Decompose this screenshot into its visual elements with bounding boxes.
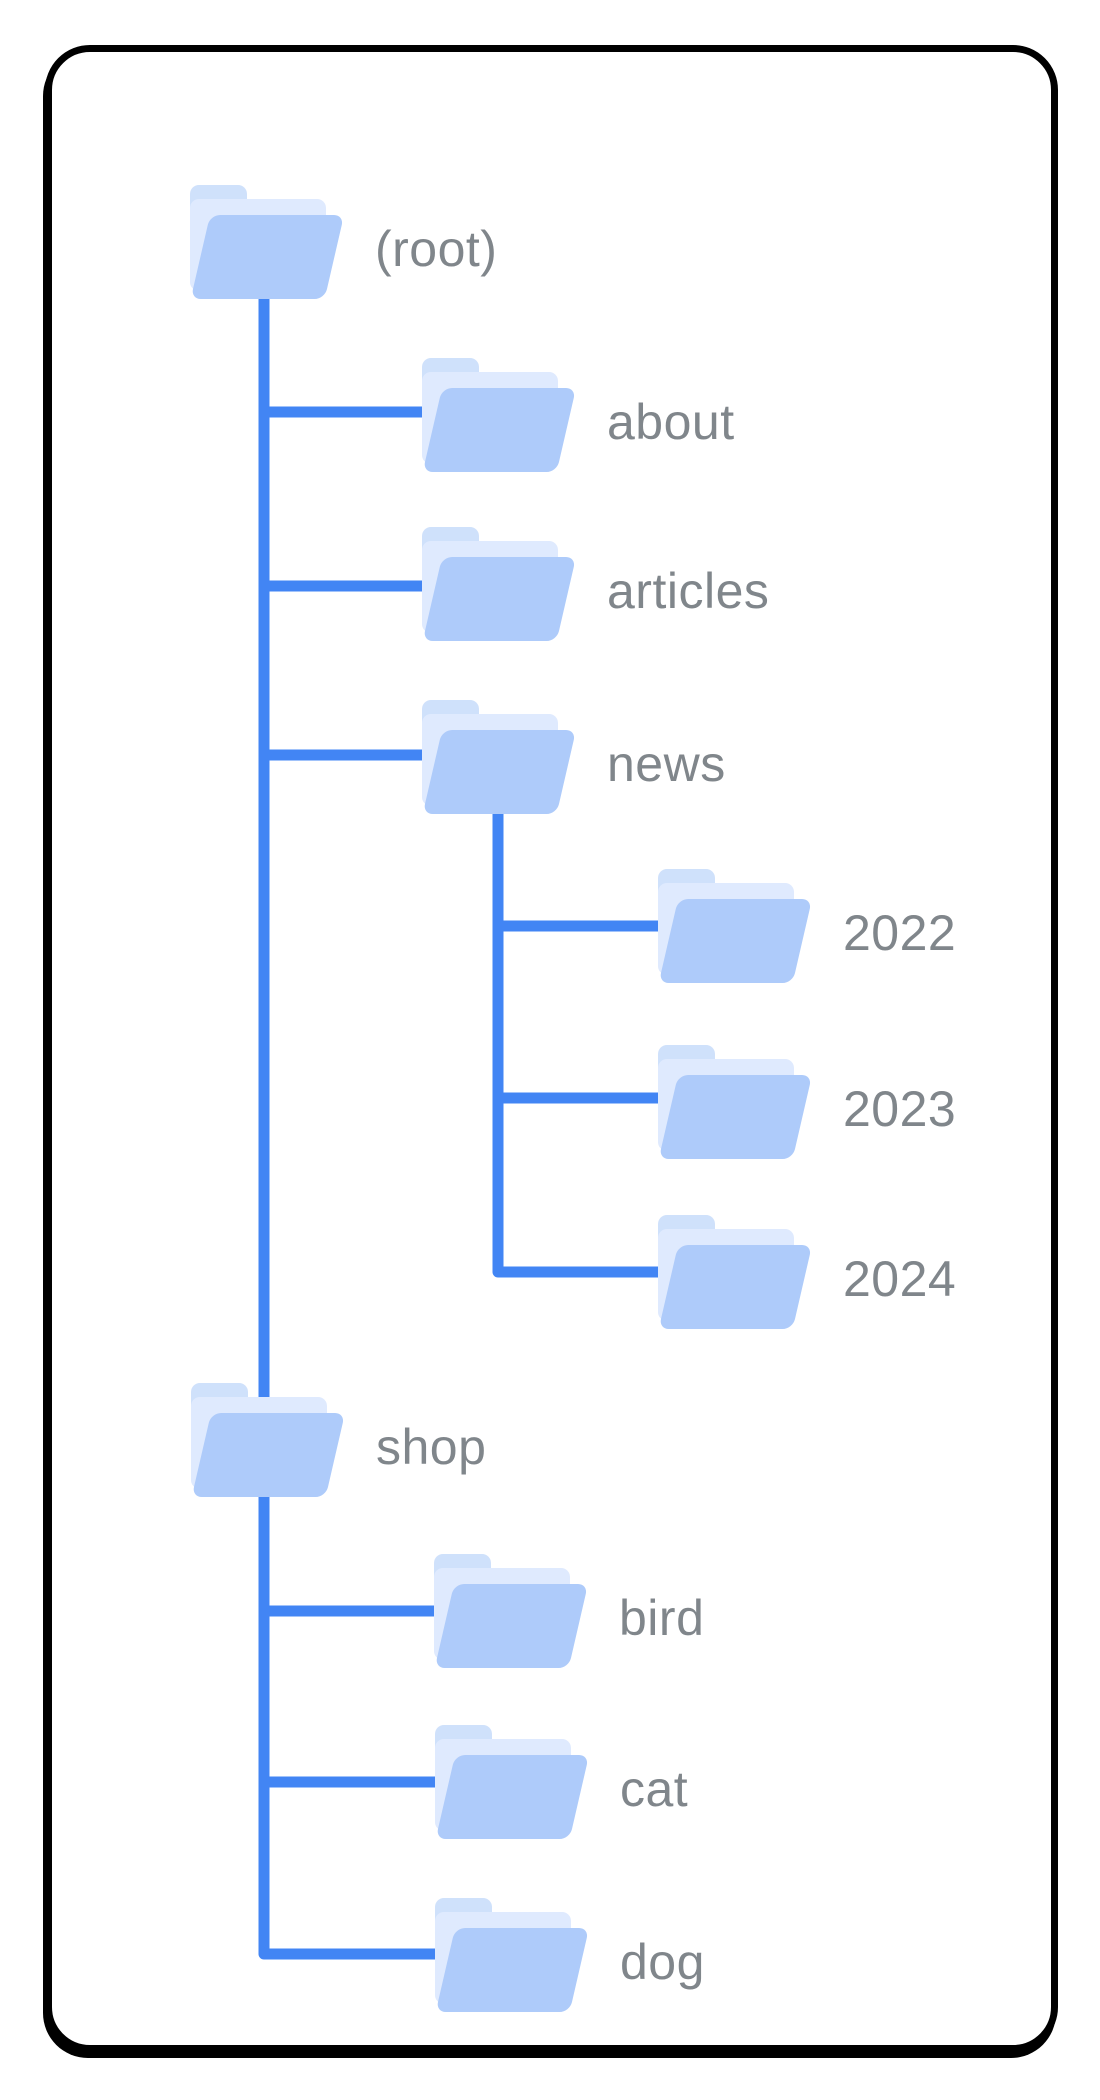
folder-icon xyxy=(658,1215,812,1329)
folder-icon xyxy=(191,1383,345,1497)
folder-icon xyxy=(434,1554,588,1668)
folder-icon xyxy=(422,358,576,472)
folder-icon xyxy=(190,185,344,299)
folder-icon xyxy=(422,527,576,641)
folder-label-bird: bird xyxy=(619,1590,705,1646)
connector-shop-vertical xyxy=(258,1494,441,1960)
folder-label-2023: 2023 xyxy=(843,1081,957,1137)
folder-label-dog: dog xyxy=(620,1934,705,1990)
folder-node-about: about xyxy=(422,358,734,472)
folder-label-about: about xyxy=(607,394,735,450)
folder-label-2022: 2022 xyxy=(843,905,957,961)
folder-node-2024: 2024 xyxy=(658,1215,956,1329)
folder-node-bird: bird xyxy=(434,1554,704,1668)
folder-node-news: news xyxy=(422,700,725,814)
folder-icon xyxy=(435,1898,589,2012)
folder-label-cat: cat xyxy=(620,1761,689,1817)
folder-node-cat: cat xyxy=(435,1725,688,1839)
folder-node-shop: shop xyxy=(191,1383,486,1497)
folder-node-2022: 2022 xyxy=(658,869,956,983)
folder-node-root: (root) xyxy=(190,185,497,299)
folder-icon xyxy=(658,869,812,983)
folder-icon xyxy=(422,700,576,814)
folder-label-root: (root) xyxy=(375,221,498,277)
folder-node-dog: dog xyxy=(435,1898,704,2012)
folder-label-articles: articles xyxy=(607,563,770,619)
folder-node-articles: articles xyxy=(422,527,769,641)
folder-icon xyxy=(658,1045,812,1159)
folder-label-shop: shop xyxy=(376,1419,487,1475)
folder-label-news: news xyxy=(607,736,726,792)
folder-label-2024: 2024 xyxy=(843,1251,957,1307)
folder-node-2023: 2023 xyxy=(658,1045,956,1159)
connector-news-vertical xyxy=(492,806,665,1278)
diagram-card: (root) about articles news 2022 2023 202… xyxy=(45,45,1058,2052)
folder-icon xyxy=(435,1725,589,1839)
